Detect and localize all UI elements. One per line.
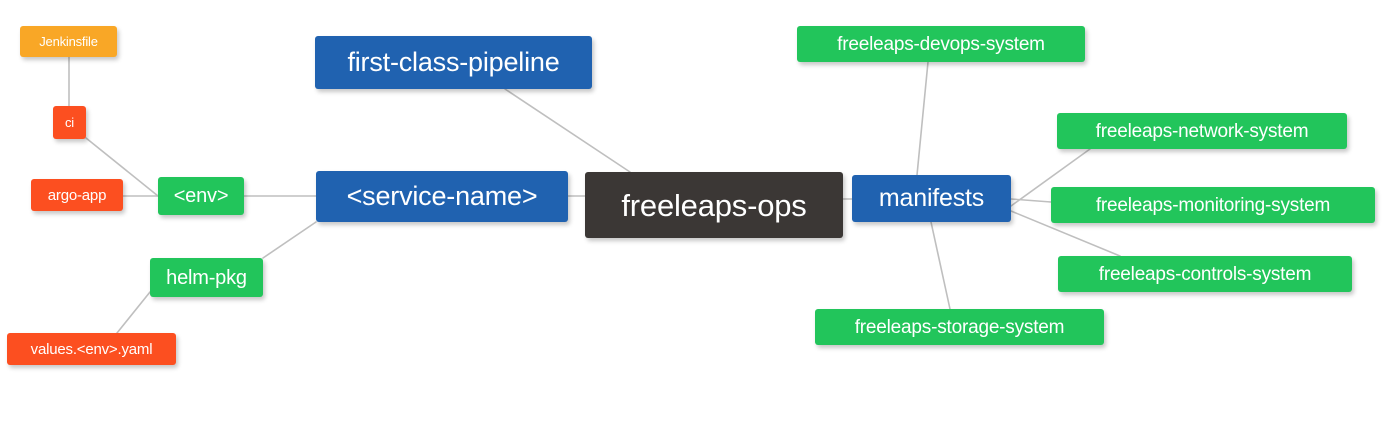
- node-first-class-pipeline[interactable]: first-class-pipeline: [315, 36, 592, 89]
- node-service-name[interactable]: <service-name>: [316, 171, 568, 222]
- edge-first-class-pipeline-to-freeleaps-ops: [504, 88, 631, 173]
- edge-manifests-to-monitoring-system: [1010, 198, 1052, 203]
- node-devops-system[interactable]: freeleaps-devops-system: [797, 26, 1085, 62]
- edge-manifests-to-storage-system: [930, 221, 951, 310]
- node-monitoring-system[interactable]: freeleaps-monitoring-system: [1051, 187, 1375, 223]
- node-storage-system[interactable]: freeleaps-storage-system: [815, 309, 1104, 345]
- node-ci[interactable]: ci: [53, 106, 86, 139]
- node-values-yaml[interactable]: values.<env>.yaml: [7, 333, 176, 365]
- node-manifests[interactable]: manifests: [852, 175, 1011, 222]
- node-env[interactable]: <env>: [158, 177, 244, 215]
- node-argo-app[interactable]: argo-app: [31, 179, 123, 211]
- node-helm-pkg[interactable]: helm-pkg: [150, 258, 263, 297]
- node-freeleaps-ops[interactable]: freeleaps-ops: [585, 172, 843, 238]
- node-jenkinsfile[interactable]: Jenkinsfile: [20, 26, 117, 57]
- edge-helm-pkg-to-values-yaml: [116, 291, 151, 334]
- edge-service-name-to-helm-pkg: [262, 221, 317, 259]
- node-network-system[interactable]: freeleaps-network-system: [1057, 113, 1347, 149]
- edge-manifests-to-devops-system: [916, 61, 929, 176]
- node-controls-system[interactable]: freeleaps-controls-system: [1058, 256, 1352, 292]
